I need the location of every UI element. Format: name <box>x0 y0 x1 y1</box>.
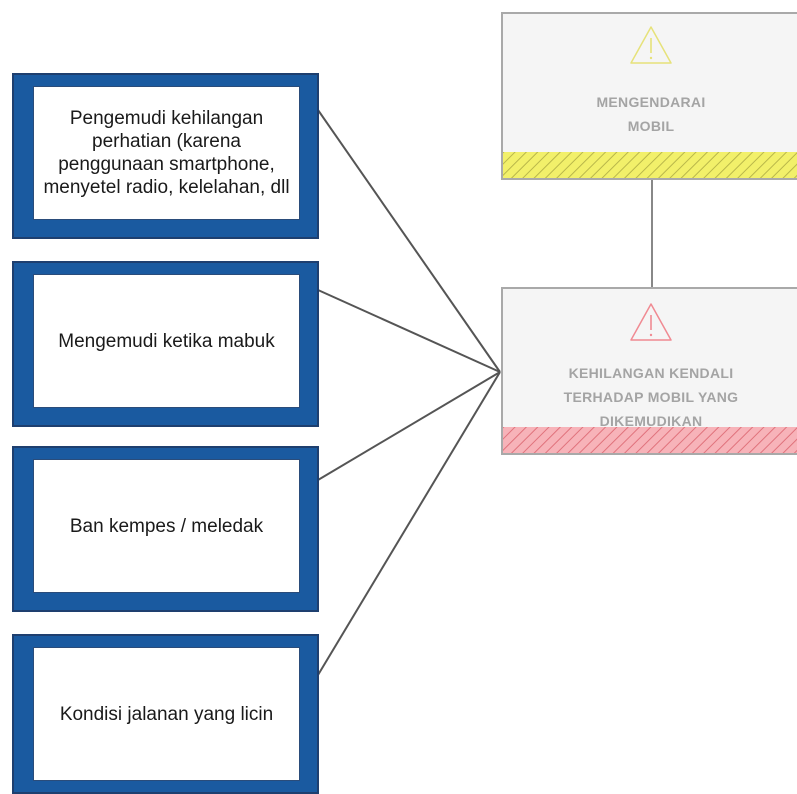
cause-box-1-content: Pengemudi kehilangan perhatian (karena p… <box>33 86 300 220</box>
event-box-loss-of-control[interactable]: KEHILANGAN KENDALI TERHADAP MOBIL YANG D… <box>501 287 797 455</box>
connector-cause-4 <box>317 371 501 676</box>
hazard-stripe-yellow <box>503 152 797 178</box>
warning-icon <box>630 303 672 341</box>
cause-box-3[interactable]: Ban kempes / meledak <box>12 446 319 612</box>
cause-box-1[interactable]: Pengemudi kehilangan perhatian (karena p… <box>12 73 319 239</box>
cause-box-4[interactable]: Kondisi jalanan yang licin <box>12 634 319 794</box>
cause-4-text: Kondisi jalanan yang licin <box>59 703 274 725</box>
hazard-stripe-red <box>503 427 797 453</box>
event-driving-label: MENGENDARAI MOBIL <box>596 94 706 134</box>
event-box-driving[interactable]: MENGENDARAI MOBIL <box>501 12 797 180</box>
cause-2-text: Mengemudi ketika mabuk <box>58 330 275 352</box>
cause-box-4-content: Kondisi jalanan yang licin <box>33 647 300 781</box>
cause-3-text: Ban kempes / meledak <box>69 515 264 537</box>
connector-cause-3 <box>317 371 501 481</box>
cause-box-2-content: Mengemudi ketika mabuk <box>33 274 300 408</box>
cause-box-2[interactable]: Mengemudi ketika mabuk <box>12 261 319 427</box>
connector-cause-2 <box>317 289 501 373</box>
event-loss-label: KEHILANGAN KENDALI TERHADAP MOBIL YANG D… <box>563 365 739 429</box>
connector-cause-1 <box>317 109 501 373</box>
cause-box-3-content: Ban kempes / meledak <box>33 459 300 593</box>
cause-1-text: Pengemudi kehilangan perhatian (karena p… <box>43 108 290 198</box>
warning-icon <box>630 26 672 64</box>
